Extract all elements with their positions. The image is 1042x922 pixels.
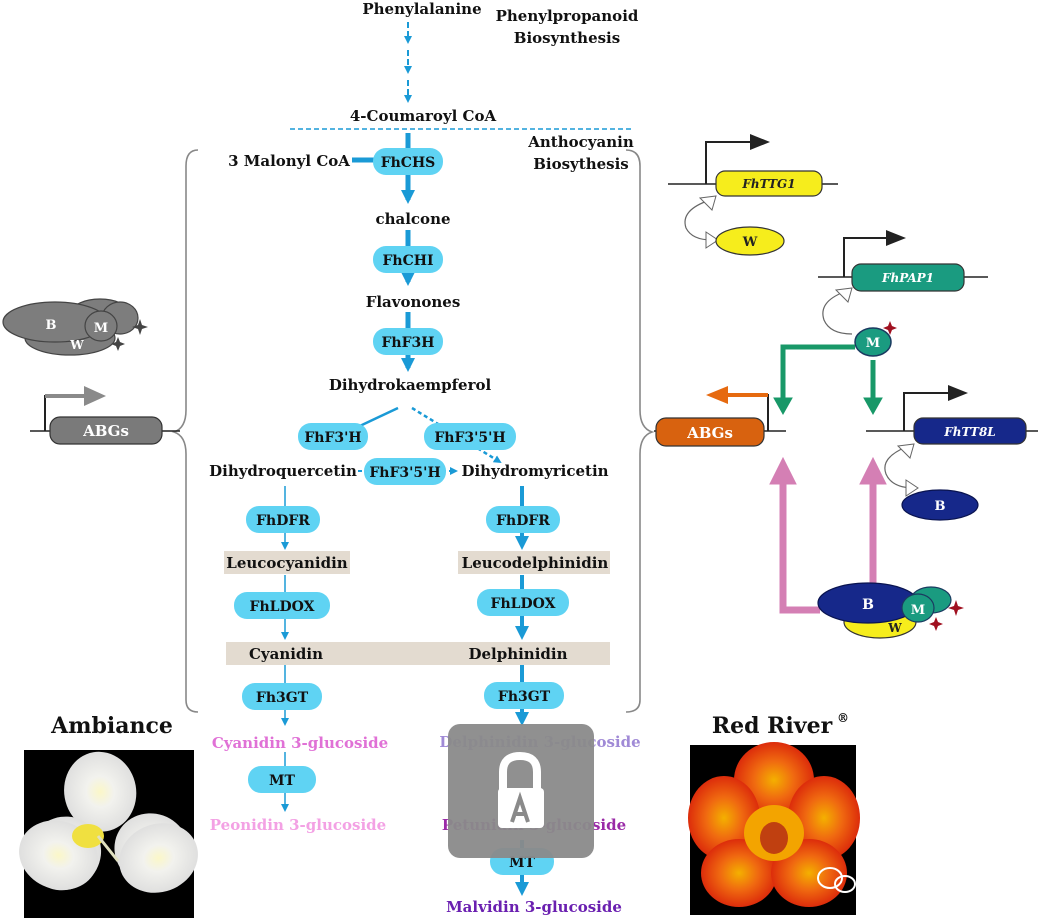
f3h-enzyme-label: FhF3H <box>381 335 434 351</box>
left-m-label: M <box>94 321 108 336</box>
right-m-label: M <box>911 603 925 618</box>
right-w-label: W <box>887 621 902 635</box>
ambiance-title: Ambiance <box>50 713 173 739</box>
leucodelphinidin-band <box>458 551 610 574</box>
dihydromyricetin-label: Dihydromyricetin <box>461 462 608 480</box>
dfr-right-label: FhDFR <box>496 513 550 529</box>
dfr-left-enzyme <box>246 506 320 533</box>
f3h-enzyme <box>373 328 443 355</box>
ldox-left-label: FhLDOX <box>250 599 315 615</box>
f35h-label: FhF3'5'H <box>434 430 505 446</box>
f35h-mid-enzyme <box>364 458 446 485</box>
f35h-enzyme <box>424 423 516 450</box>
watermark: ScientsGene <box>817 867 996 894</box>
left-abgs-label: ABGs <box>82 422 129 440</box>
flavonones-label: Flavonones <box>366 293 461 311</box>
ldox-right-enzyme <box>477 589 569 616</box>
chi-enzyme <box>373 246 443 273</box>
malvidin3g-label: Malvidin 3-glucoside <box>446 898 622 916</box>
anthocyanin-label-1: Anthocyanin <box>527 133 634 151</box>
coumaroyl-label: 4-Coumaroyl CoA <box>350 107 497 125</box>
dfr-left-label: FhDFR <box>256 513 310 529</box>
ambiance-photo <box>19 750 198 918</box>
b-protein-label: B <box>935 499 946 514</box>
right-b-label: B <box>862 597 874 613</box>
dfr-right-enzyme <box>486 506 560 533</box>
fhpap1-label: FhPAP1 <box>881 271 934 285</box>
delphinidin-label: Delphinidin <box>468 645 567 663</box>
mt-right-label: MT <box>509 855 535 871</box>
phenylalanine-label: Phenylalanine <box>362 0 481 18</box>
mt-left-enzyme <box>248 766 316 793</box>
anthocyanin-label-2: Biosythesis <box>533 155 629 173</box>
green-activation-arrows <box>773 344 883 416</box>
registered-mark: ® <box>837 711 849 725</box>
f3h-prime-enzyme <box>298 423 368 450</box>
leucodelphinidin-label: Leucodelphinidin <box>462 554 609 572</box>
pink-activation-arrows <box>769 456 887 614</box>
ldox-left-enzyme <box>234 592 330 619</box>
chalcone-label: chalcone <box>375 210 450 228</box>
leucocyanidin-band <box>224 551 350 574</box>
chs-enzyme <box>373 148 443 175</box>
fhpap1-gene: FhPAP1 M <box>818 230 988 357</box>
cyanidin-label: Cyanidin <box>249 645 323 663</box>
watermark-text: ScientsGene <box>858 869 996 894</box>
left-b-label: B <box>46 318 57 333</box>
cyanidin3g-label: Cyanidin 3-glucoside <box>212 734 388 752</box>
chs-enzyme-label: FhCHS <box>381 155 436 171</box>
left-brace <box>171 149 199 713</box>
right-abgs-label: ABGs <box>686 424 733 442</box>
chi-enzyme-label: FhCHI <box>382 253 433 269</box>
gt-left-enzyme <box>242 683 322 710</box>
left-w-label: W <box>69 338 84 352</box>
f3h-prime-label: FhF3'H <box>304 430 361 446</box>
m-protein-label: M <box>866 336 880 351</box>
right-mbw-complex: B M W <box>817 582 964 639</box>
malonyl-label: 3 Malonyl CoA <box>228 152 350 170</box>
gt-right-enzyme <box>484 682 564 709</box>
w-protein-label: W <box>742 235 758 250</box>
dihydroquercetin-label: Dihydroquercetin <box>209 462 357 480</box>
fhtt8l-label: FhTT8L <box>943 425 995 439</box>
left-mbw-complex: B M W <box>2 298 148 356</box>
lock-icon <box>498 751 544 828</box>
mt-left-label: MT <box>269 773 295 789</box>
ldox-right-label: FhLDOX <box>491 596 556 612</box>
fhttg1-label: FhTTG1 <box>741 177 795 191</box>
fhttg1-gene: FhTTG1 W <box>668 134 838 256</box>
peonidin3g-label: Peonidin 3-glucoside <box>210 816 386 834</box>
phenylpropanoid-label-1: Phenylpropanoid <box>496 7 639 25</box>
left-abgs-gene: ABGs <box>30 386 180 445</box>
right-abgs-gene: ABGs <box>654 386 786 447</box>
gt-left-label: Fh3GT <box>256 690 309 706</box>
anthocyanidin-band <box>226 642 610 665</box>
f35h-mid-label: FhF3'5'H <box>369 465 440 481</box>
lock-overlay[interactable] <box>448 724 594 858</box>
phenylpropanoid-label-2: Biosynthesis <box>514 29 620 47</box>
right-brace <box>625 149 655 713</box>
leucocyanidin-label: Leucocyanidin <box>226 554 347 572</box>
red-river-photo <box>688 742 860 915</box>
fhtt8l-gene: FhTT8L B <box>866 385 1038 521</box>
dihydrokaempferol-label: Dihydrokaempferol <box>329 376 492 394</box>
gt-right-label: Fh3GT <box>498 689 551 705</box>
red-river-title: Red River <box>712 713 833 739</box>
